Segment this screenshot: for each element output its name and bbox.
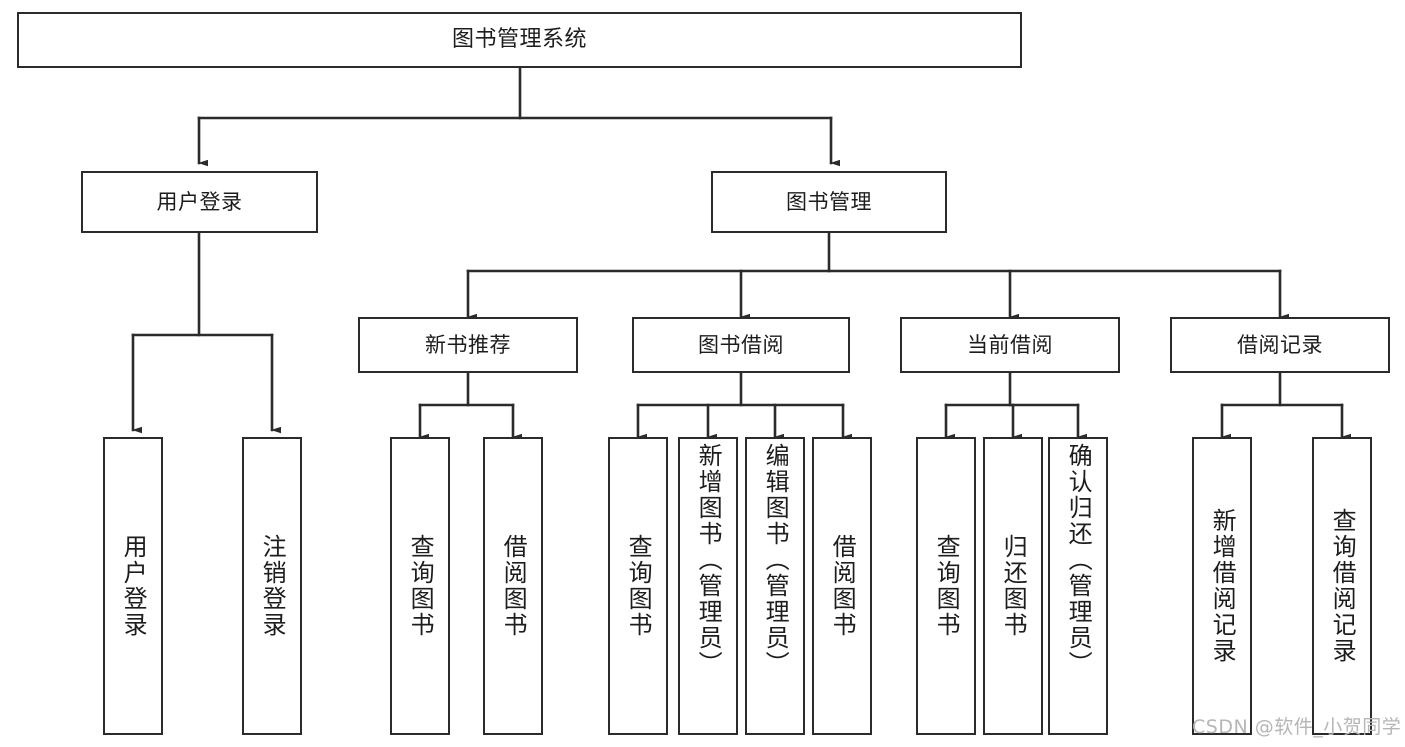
node-new-book-recommend-label: 新书推荐 <box>425 332 511 357</box>
node-book-borrow-label: 图书借阅 <box>698 332 784 357</box>
node-book-management-label: 图书管理 <box>786 189 872 214</box>
node-leaf-bb-edit-book[interactable]: 编辑图书（管理员） <box>745 437 805 735</box>
node-leaf-nb-borrow-book[interactable]: 借阅图书 <box>483 437 543 735</box>
node-leaf-br-query-record-label: 查询借阅记录 <box>1328 508 1357 664</box>
node-leaf-cb-return-book[interactable]: 归还图书 <box>983 437 1043 735</box>
node-leaf-cb-query-book[interactable]: 查询图书 <box>916 437 976 735</box>
node-leaf-br-add-record[interactable]: 新增借阅记录 <box>1192 437 1252 735</box>
node-leaf-cb-query-book-label: 查询图书 <box>932 534 961 638</box>
node-book-management[interactable]: 图书管理 <box>711 171 947 233</box>
node-user-login-label: 用户登录 <box>156 189 243 214</box>
node-book-borrow[interactable]: 图书借阅 <box>632 317 850 373</box>
node-new-book-recommend[interactable]: 新书推荐 <box>358 317 578 373</box>
node-leaf-logout-label: 注销登录 <box>258 534 287 638</box>
node-leaf-bb-add-book[interactable]: 新增图书（管理员） <box>678 437 738 735</box>
node-root[interactable]: 图书管理系统 <box>17 12 1022 68</box>
node-leaf-bb-query-book-label: 查询图书 <box>624 534 653 638</box>
node-leaf-nb-borrow-book-label: 借阅图书 <box>499 534 528 638</box>
csdn-watermark: CSDN @软件_小贺同学 <box>1192 716 1402 738</box>
node-borrow-record-label: 借阅记录 <box>1237 332 1323 357</box>
node-leaf-cb-confirm-return[interactable]: 确认归还（管理员） <box>1048 437 1108 735</box>
node-leaf-br-query-record[interactable]: 查询借阅记录 <box>1312 437 1372 735</box>
node-leaf-logout[interactable]: 注销登录 <box>242 437 302 735</box>
node-leaf-nb-query-book[interactable]: 查询图书 <box>390 437 450 735</box>
node-leaf-user-login[interactable]: 用户登录 <box>103 437 163 735</box>
node-current-borrow-label: 当前借阅 <box>967 332 1053 357</box>
node-leaf-nb-query-book-label: 查询图书 <box>406 534 435 638</box>
node-user-login[interactable]: 用户登录 <box>81 171 318 233</box>
node-leaf-user-login-label: 用户登录 <box>119 534 148 638</box>
node-leaf-bb-add-book-label: 新增图书（管理员） <box>694 443 723 677</box>
node-leaf-cb-return-book-label: 归还图书 <box>999 534 1028 638</box>
node-leaf-bb-borrow-book-label: 借阅图书 <box>828 534 857 638</box>
node-borrow-record[interactable]: 借阅记录 <box>1170 317 1390 373</box>
node-leaf-cb-confirm-return-label: 确认归还（管理员） <box>1064 443 1093 677</box>
node-leaf-br-add-record-label: 新增借阅记录 <box>1208 508 1237 664</box>
node-current-borrow[interactable]: 当前借阅 <box>900 317 1120 373</box>
node-leaf-bb-edit-book-label: 编辑图书（管理员） <box>761 443 790 677</box>
node-root-label: 图书管理系统 <box>451 27 587 52</box>
node-leaf-bb-query-book[interactable]: 查询图书 <box>608 437 668 735</box>
node-leaf-bb-borrow-book[interactable]: 借阅图书 <box>812 437 872 735</box>
